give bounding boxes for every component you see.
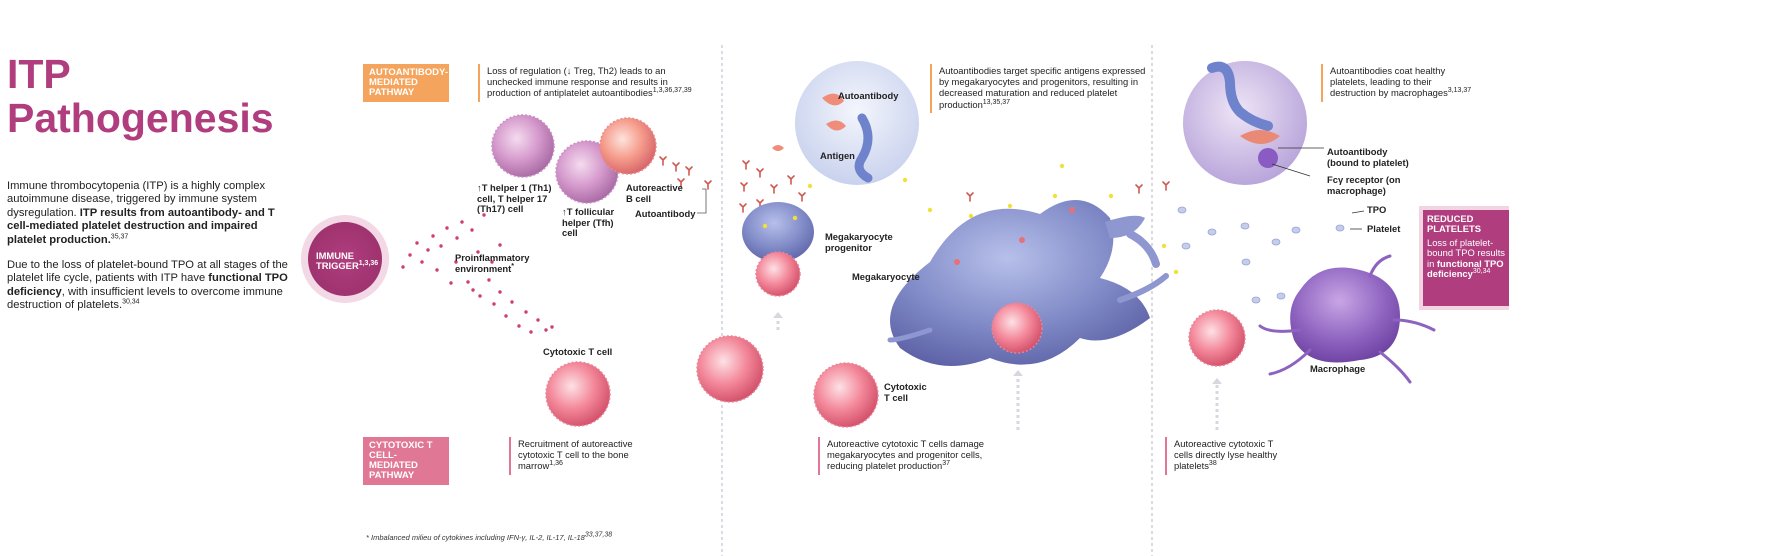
note-lyse: Autoreactive cytotoxic T cells directly … [1165, 437, 1280, 475]
intro-paragraph-1: Immune thrombocytopenia (ITP) is a highl… [7, 180, 297, 247]
label-megakaryocyte: Megakaryocyte [852, 271, 920, 282]
intro-paragraph-2: Due to the loss of platelet-bound TPO at… [7, 259, 297, 313]
page-title: ITP Pathogenesis [7, 52, 274, 140]
intro-p1-text: Immune thrombocytopenia (ITP) is a highl… [7, 180, 266, 219]
label-th1-th17: ↑T helper 1 (Th1) cell, T helper 17 (Th1… [477, 182, 552, 215]
label-fcy-receptor: Fcγ receptor (on macrophage) [1327, 174, 1401, 196]
label-autoantibody: Autoantibody [635, 208, 696, 219]
intro-p2-text2: , with insufficient levels to overcome i… [7, 285, 283, 312]
label-autoantibody-bound: Autoantibody (bound to platelet) [1327, 146, 1409, 168]
title-line2: Pathogenesis [7, 95, 274, 141]
intro-p2-text1: Due to the loss of platelet-bound TPO at… [7, 259, 288, 285]
label-tfh: ↑T follicular helper (Tfh) cell [562, 206, 615, 239]
immune-trigger-label: IMMUNE TRIGGER1,3,36 [316, 250, 379, 271]
label-proinflammatory: Proinflammatory environment* [455, 252, 530, 274]
cytotoxic-pathway-tag: CYTOTOXIC T CELL-MEDIATED PATHWAY [363, 437, 449, 485]
intro-p2-bold: functional TPO deficiency [7, 272, 288, 298]
intro-p2-ref: 30,34 [122, 298, 140, 306]
reduced-bold: functional TPO deficiency [1427, 257, 1504, 280]
intro-p1-ref: 35,37 [110, 232, 129, 240]
reduced-title: REDUCED PLATELETS [1427, 213, 1481, 235]
intro-p1-bold: ITP results from autoantibody- and T cel… [7, 206, 275, 246]
label-cytotoxic-t-cell: Cytotoxic T cell [543, 346, 613, 357]
note-autoantibodies-target: Autoantibodies target specific antigens … [930, 64, 1151, 113]
note-recruitment: Recruitment of autoreactive cytotoxic T … [509, 437, 646, 475]
title-line1: ITP [7, 51, 71, 97]
footnote: * Imbalanced milieu of cytokines includi… [366, 531, 613, 543]
label-megakaryocyte-progenitor: Megakaryocyte progenitor [825, 231, 893, 253]
label-cytotoxic-t-cell-2: Cytotoxic T cell [884, 381, 927, 403]
note-damage: Autoreactive cytotoxic T cells damage me… [818, 437, 999, 475]
autoantibody-pathway-tag: AUTOANTIBODY- MEDIATED PATHWAY [363, 64, 449, 102]
reduced-platelets-box: REDUCED PLATELETS Loss of platelet-bound… [1419, 206, 1509, 310]
note-autoantibodies-coat: Autoantibodies coat healthy platelets, l… [1321, 64, 1480, 102]
label-platelet: Platelet [1367, 223, 1401, 234]
label-antigen: Antigen [820, 150, 855, 161]
label-tpo: TPO [1367, 204, 1387, 215]
label-macrophage: Macrophage [1310, 363, 1366, 374]
reduced-text: Loss of platelet-bound TPO results in [1427, 236, 1505, 269]
note-loss-of-regulation: Loss of regulation (↓ Treg, Th2) leads t… [478, 64, 705, 102]
label-autoantibody-inset: Autoantibody [838, 90, 899, 101]
label-b-cell: Autoreactive B cell [626, 182, 683, 204]
